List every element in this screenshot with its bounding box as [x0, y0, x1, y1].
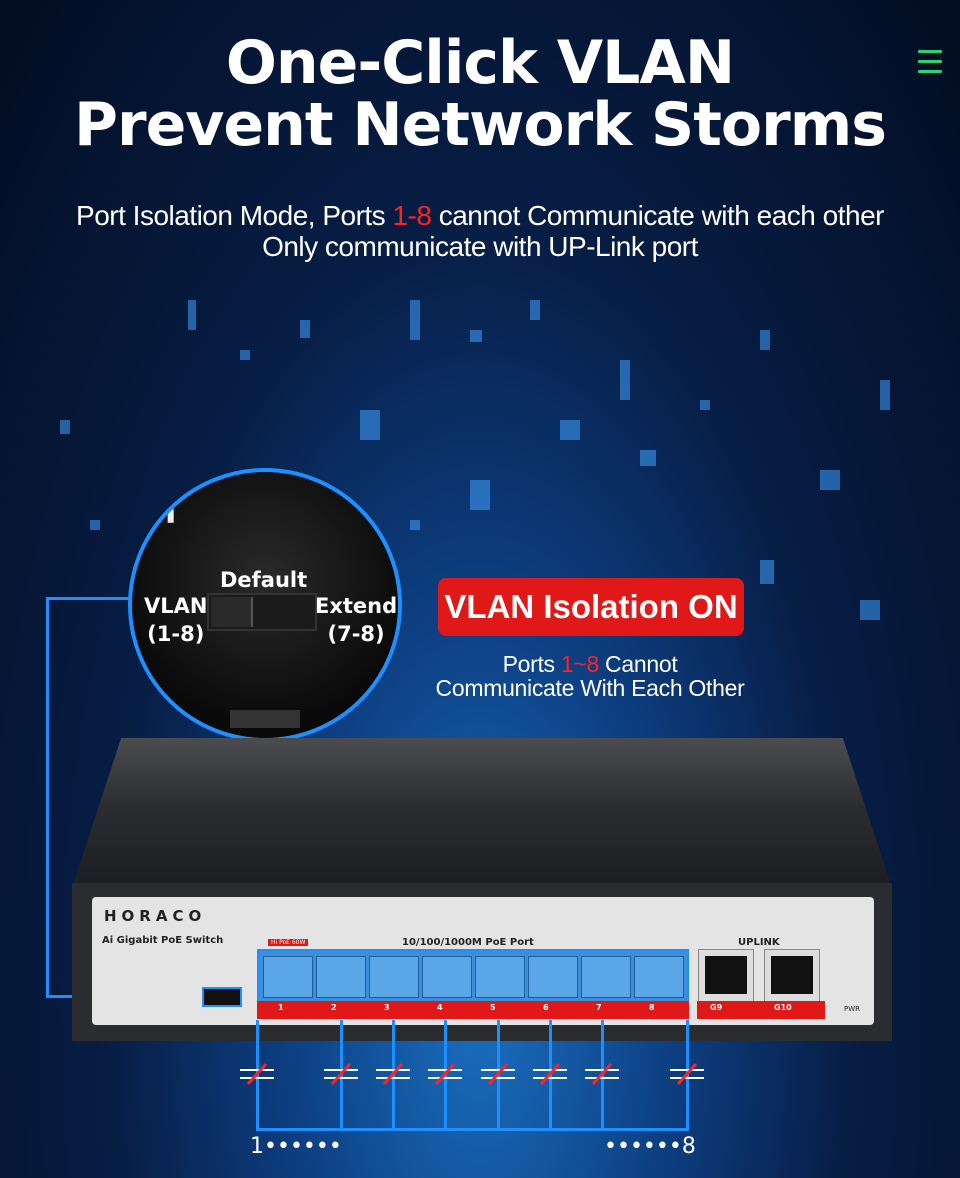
- port-4[interactable]: [422, 956, 472, 998]
- port-number-strip: [257, 1001, 689, 1019]
- subtitle-post: cannot Communicate with each other: [431, 200, 885, 231]
- vlan-isolation-badge: VLAN Isolation ON: [438, 578, 744, 636]
- badge-sub-line-1: Ports 1~8 Cannot: [390, 652, 790, 676]
- dip-switch[interactable]: [207, 593, 317, 631]
- port-number: 4: [437, 1003, 443, 1012]
- port-number: 5: [490, 1003, 496, 1012]
- port-number: 1: [278, 1003, 284, 1012]
- uplink-port-g9[interactable]: [698, 949, 754, 1005]
- zoom-partial-text: ch: [132, 492, 177, 532]
- uplink-label: UPLINK: [738, 937, 780, 948]
- uplink-number: G10: [774, 1003, 792, 1012]
- port-number: 6: [543, 1003, 549, 1012]
- badge-sub-highlight: 1~8: [560, 651, 599, 677]
- switch-top-cover: [72, 738, 892, 888]
- extend-label: Extend (7-8): [315, 592, 397, 648]
- port-group-label: 10/100/1000M PoE Port: [402, 937, 534, 948]
- connector-line: [46, 597, 132, 600]
- vlan-switch[interactable]: [202, 987, 242, 1007]
- poe-port-group: [257, 949, 689, 1003]
- zoom-bottom-detail: [230, 710, 300, 728]
- extend-range-text: (7-8): [327, 622, 385, 646]
- power-label: PWR: [844, 1005, 861, 1013]
- port-number: 8: [649, 1003, 655, 1012]
- subtitle-pre: Port Isolation Mode, Ports: [76, 200, 393, 231]
- switch-panel: HORACO Ai Gigabit PoE Switch Hi PoE 60W …: [92, 897, 874, 1025]
- model-label: Ai Gigabit PoE Switch: [102, 935, 224, 946]
- vlan-label-text: VLAN: [144, 594, 208, 618]
- port-6[interactable]: [528, 956, 578, 998]
- brand-logo: HORACO: [104, 907, 207, 925]
- port-1[interactable]: [263, 956, 313, 998]
- zoom-callout: ch Default VLAN (1-8) Extend (7-8): [128, 468, 402, 742]
- port-5[interactable]: [475, 956, 525, 998]
- subtitle-line-1: Port Isolation Mode, Ports 1-8 cannot Co…: [0, 200, 960, 231]
- port-8[interactable]: [634, 956, 684, 998]
- badge-sub-line-2: Communicate With Each Other: [435, 675, 745, 701]
- footer-right-label: ••••••8: [604, 1134, 696, 1159]
- badge-sub-post: Cannot: [598, 651, 678, 677]
- badge-subtext: Ports 1~8 Cannot Communicate With Each O…: [390, 652, 790, 700]
- title-line-2: Prevent Network Storms: [74, 90, 887, 160]
- hamburger-icon[interactable]: [918, 50, 942, 80]
- subtitle-line-2: Only communicate with UP-Link port: [262, 231, 698, 262]
- port-7[interactable]: [581, 956, 631, 998]
- uplink-port-g10[interactable]: [764, 949, 820, 1005]
- vlan-range-text: (1-8): [147, 622, 205, 646]
- poe-tag: Hi PoE 60W: [268, 939, 309, 946]
- switch-knob: [211, 597, 253, 627]
- port-number: 7: [596, 1003, 602, 1012]
- port-2[interactable]: [316, 956, 366, 998]
- subtitle-highlight: 1-8: [392, 200, 432, 231]
- uplink-number-strip: [697, 1001, 825, 1019]
- badge-sub-pre: Ports: [502, 651, 561, 677]
- port-number: 3: [384, 1003, 390, 1012]
- port-number: 2: [331, 1003, 337, 1012]
- page-title: One-Click VLAN Prevent Network Storms: [0, 32, 960, 156]
- footer-left-label: 1••••••: [250, 1134, 342, 1159]
- port-3[interactable]: [369, 956, 419, 998]
- vlan-label: VLAN (1-8): [144, 592, 207, 648]
- extend-label-text: Extend: [315, 594, 398, 618]
- uplink-number: G9: [710, 1003, 723, 1012]
- connector-line: [46, 597, 49, 997]
- default-label: Default: [220, 568, 308, 592]
- subtitle: Port Isolation Mode, Ports 1-8 cannot Co…: [0, 200, 960, 262]
- title-line-1: One-Click VLAN: [225, 28, 735, 98]
